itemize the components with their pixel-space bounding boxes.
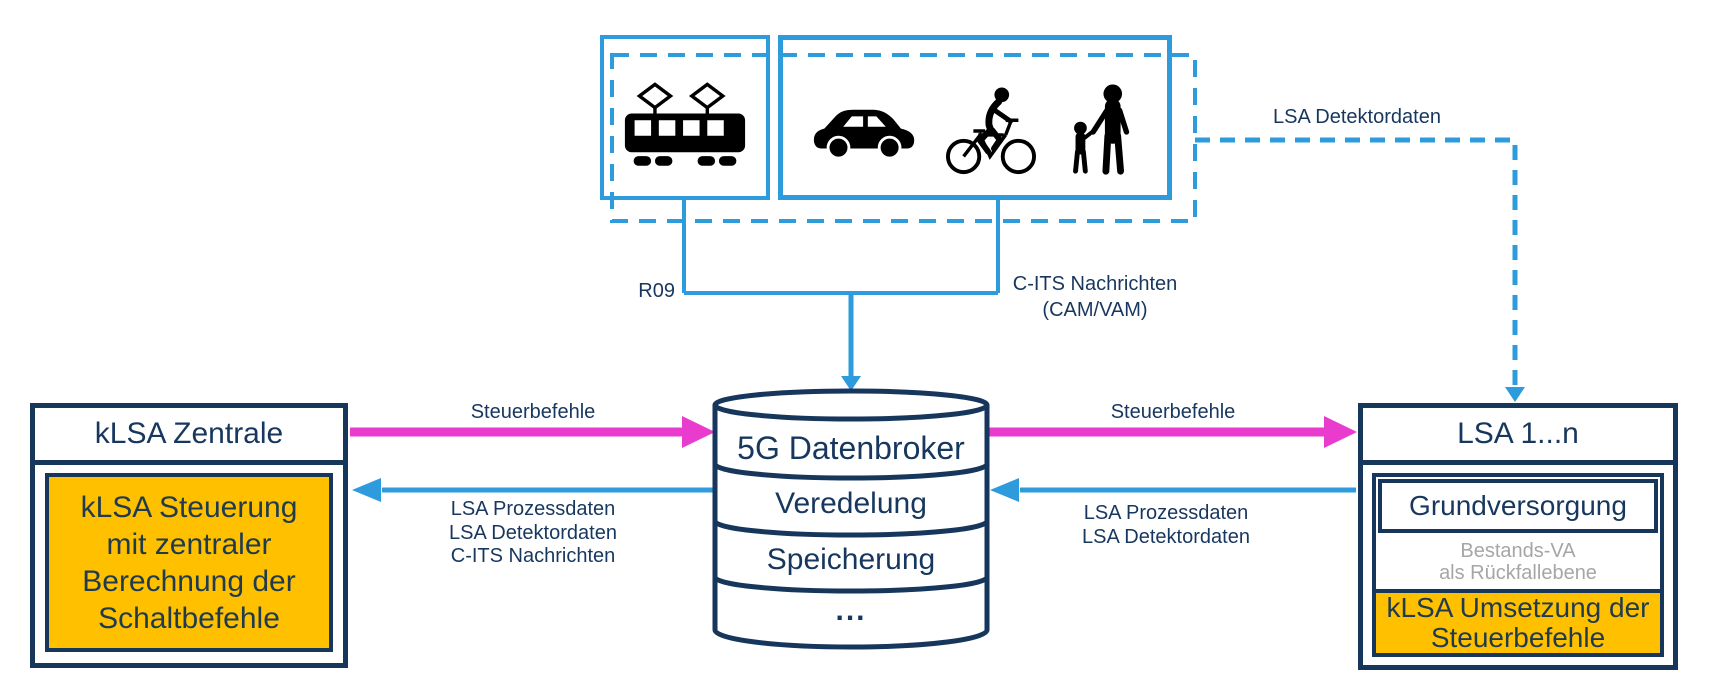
broker-row: ...	[835, 594, 867, 627]
bestands-va-line: als Rückfallebene	[1439, 562, 1597, 584]
klsa-steuerung-line: kLSA Steuerung	[80, 490, 298, 524]
dashed-group-border	[610, 53, 1197, 223]
data-line: LSA Detektordaten	[449, 521, 617, 544]
klsa-umsetzung-line: kLSA Umsetzung der	[1386, 592, 1650, 623]
klsa-zentrale-body: kLSA Steuerung mit zentraler Berechnung …	[35, 465, 343, 663]
data-line: C-ITS Nachrichten	[450, 545, 616, 567]
bestands-va-line: Bestands-VA	[1460, 540, 1576, 562]
lsa-1n-box: LSA 1...n Grundversorgung Bestands-VA al…	[1358, 403, 1678, 670]
data-line: LSA Prozessdaten	[1083, 502, 1249, 524]
cits-line2: (CAM/VAM)	[1042, 299, 1148, 321]
dashed-detector-connector	[1195, 137, 1518, 388]
r09-label: R09	[638, 280, 675, 302]
data-arrow-right-head	[990, 478, 1019, 502]
road-users-box	[778, 35, 1172, 200]
lsa-inner-container: Grundversorgung Bestands-VA als Rückfall…	[1372, 473, 1664, 657]
dashed-detector-arrowhead	[1505, 387, 1525, 402]
lsa-detektordaten-label: LSA Detektordaten	[1273, 106, 1441, 128]
cyclist-icon	[943, 85, 1039, 182]
tram-icon	[622, 81, 748, 180]
tram-box	[600, 35, 770, 200]
top-connector-lines	[682, 199, 1000, 295]
broker-row: Speicherung	[766, 543, 936, 576]
broker-cylinder	[712, 388, 990, 650]
data-arrow-left-head	[352, 478, 381, 502]
cits-nachrichten-label: C-ITS Nachrichten (CAM/VAM)	[950, 271, 1240, 323]
data-line: LSA Prozessdaten	[450, 498, 616, 520]
klsa-steuerung-line: mit zentraler	[106, 527, 272, 561]
broker-to-left-data-label: LSA Prozessdaten LSA Detektordaten C-ITS…	[393, 498, 673, 569]
broker-title: 5G Datenbroker	[737, 430, 965, 466]
steuerbefehle-arrow-right-head	[1324, 416, 1357, 448]
lsa-1n-title: LSA 1...n	[1363, 408, 1673, 465]
klsa-steuerung-line: Schaltbefehle	[98, 601, 280, 635]
broker-row: Veredelung	[775, 487, 927, 520]
steuerbefehle-left-label: Steuerbefehle	[470, 401, 596, 423]
bestands-va-box: Bestands-VA als Rückfallebene	[1376, 535, 1660, 589]
arrow-to-broker-head	[841, 376, 861, 391]
right-to-broker-data-label: LSA Prozessdaten LSA Detektordaten	[1026, 502, 1306, 549]
klsa-steuerung-box: kLSA Steuerung mit zentraler Berechnung …	[45, 473, 333, 652]
row-divider	[1376, 589, 1660, 593]
car-icon	[812, 101, 918, 167]
lsa-1n-body: Grundversorgung Bestands-VA als Rückfall…	[1363, 465, 1673, 667]
klsa-zentrale-title: kLSA Zentrale	[35, 408, 343, 465]
klsa-steuerung-line: Berechnung der	[82, 564, 296, 598]
klsa-umsetzung-line: Steuerbefehle	[1430, 622, 1606, 653]
grundversorgung-box: Grundversorgung	[1378, 479, 1658, 533]
data-line: LSA Detektordaten	[1082, 525, 1250, 548]
klsa-umsetzung-box: kLSA Umsetzung der Steuerbefehle	[1376, 593, 1660, 653]
klsa-zentrale-box: kLSA Zentrale kLSA Steuerung mit zentral…	[30, 403, 348, 668]
cits-line1: C-ITS Nachrichten	[1012, 273, 1178, 295]
pedestrians-icon	[1064, 83, 1138, 184]
steuerbefehle-right-label: Steuerbefehle	[1110, 401, 1236, 423]
steuerbefehle-arrow-left-head	[682, 416, 715, 448]
